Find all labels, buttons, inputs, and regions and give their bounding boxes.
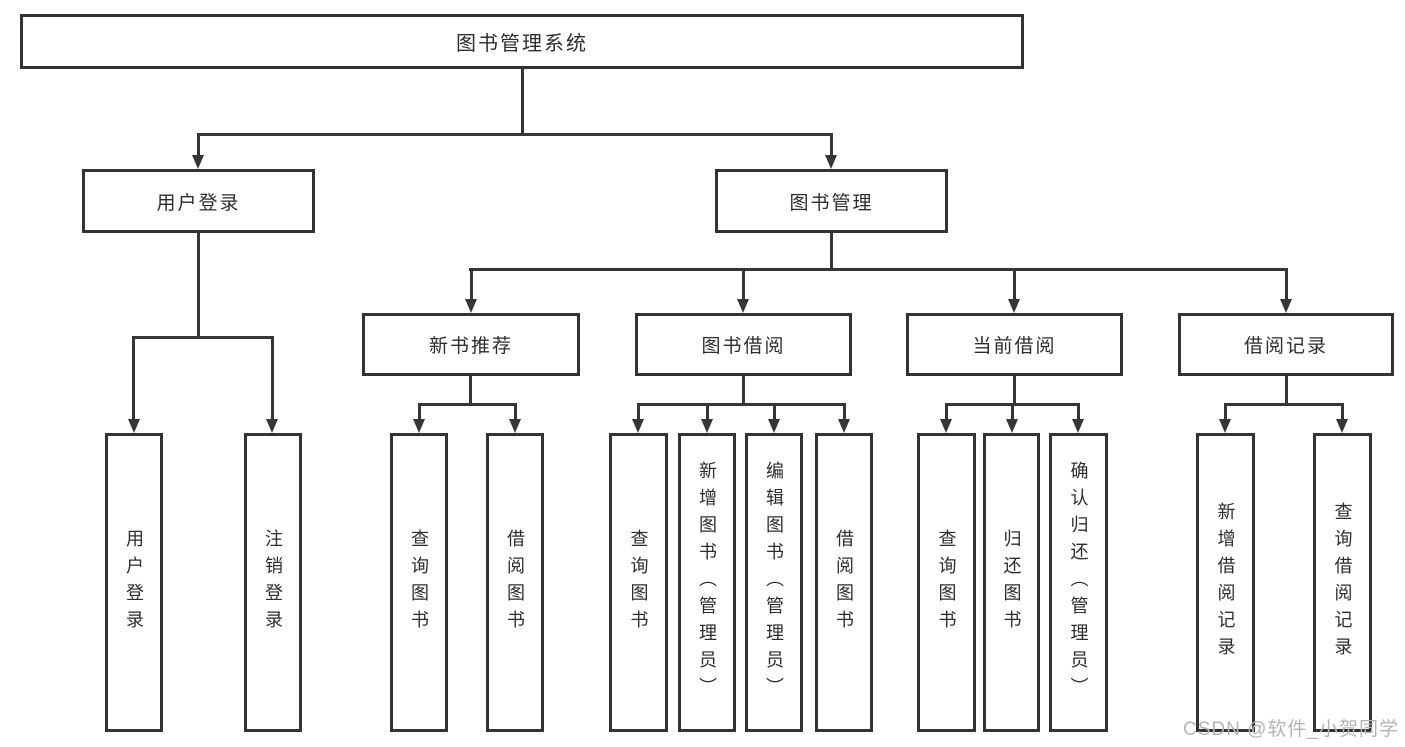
arrow-down-icon <box>1072 419 1084 433</box>
node-leaf-add-book-admin: 新增图书（管理员） <box>678 433 736 732</box>
node-leaf-edit-book-admin: 编辑图书（管理员） <box>745 433 803 732</box>
arrow-down-icon <box>465 299 477 313</box>
node-leaf-user-login: 用户登录 <box>105 433 163 732</box>
arrow-down-icon <box>737 299 749 313</box>
connector-drop-current-borrow <box>1013 268 1016 301</box>
arrow-down-icon <box>413 419 425 433</box>
arrow-down-icon <box>838 419 850 433</box>
connector-level2-horizontal <box>197 133 833 136</box>
connector-level3-horizontal <box>469 268 1287 271</box>
connector-drop-leaf-login <box>132 336 135 421</box>
connector-book-management-stem <box>830 233 833 271</box>
node-leaf-confirm-return-admin: 确认归还（管理员） <box>1049 433 1108 732</box>
connector-drop-leaf-logout <box>271 336 274 421</box>
arrow-down-icon <box>1280 299 1292 313</box>
connector-user-login-stem <box>197 233 200 339</box>
arrow-down-icon <box>825 155 837 169</box>
arrow-down-icon <box>266 419 278 433</box>
arrow-down-icon <box>509 419 521 433</box>
connector-borrow-record-stem <box>1285 376 1288 406</box>
arrow-down-icon <box>768 419 780 433</box>
arrow-down-icon <box>1336 419 1348 433</box>
connector-drop-borrow-record <box>1285 268 1288 301</box>
connector-drop <box>1077 403 1080 421</box>
node-leaf-query-borrow-record: 查询借阅记录 <box>1313 433 1372 732</box>
node-leaf-query-book-borrow: 查询图书 <box>609 433 668 732</box>
node-leaf-query-book-newbook: 查询图书 <box>390 433 448 732</box>
connector-drop <box>1224 403 1227 421</box>
arrow-down-icon <box>632 419 644 433</box>
connector-current-borrow-stem <box>1013 376 1016 406</box>
connector-drop <box>514 403 517 421</box>
arrow-down-icon <box>192 155 204 169</box>
node-leaf-query-book-current: 查询图书 <box>917 433 976 732</box>
arrow-down-icon <box>940 419 952 433</box>
node-leaf-borrow-book-newbook: 借阅图书 <box>486 433 544 732</box>
connector-book-borrow-horizontal <box>637 403 846 406</box>
connector-root-stem <box>521 69 524 135</box>
connector-user-login-horizontal <box>132 336 274 339</box>
connector-drop <box>945 403 948 421</box>
connector-borrow-record-horizontal <box>1224 403 1344 406</box>
node-book-management: 图书管理 <box>715 169 948 233</box>
csdn-watermark: CSDN @软件_小贺同学 <box>1183 719 1399 740</box>
connector-drop <box>706 403 709 421</box>
node-leaf-borrow-book: 借阅图书 <box>815 433 873 732</box>
arrow-down-icon <box>701 419 713 433</box>
node-current-borrow: 当前借阅 <box>906 313 1123 376</box>
node-user-login: 用户登录 <box>82 169 315 233</box>
node-new-book-recommend: 新书推荐 <box>362 313 580 376</box>
connector-drop <box>418 403 421 421</box>
connector-new-book-horizontal <box>418 403 517 406</box>
connector-drop <box>1011 403 1014 421</box>
connector-drop <box>637 403 640 421</box>
connector-book-borrow-stem <box>742 376 745 406</box>
connector-drop-book-management <box>830 133 833 157</box>
arrow-down-icon <box>1006 419 1018 433</box>
connector-drop <box>773 403 776 421</box>
connector-drop-book-borrow <box>742 268 745 301</box>
connector-drop <box>843 403 846 421</box>
node-leaf-return-book: 归还图书 <box>983 433 1040 732</box>
node-root: 图书管理系统 <box>20 14 1024 69</box>
node-book-borrow: 图书借阅 <box>635 313 852 376</box>
node-borrow-record: 借阅记录 <box>1178 313 1394 376</box>
connector-drop-new-book <box>470 268 473 301</box>
arrow-down-icon <box>128 419 140 433</box>
connector-drop <box>1341 403 1344 421</box>
arrow-down-icon <box>1219 419 1231 433</box>
node-leaf-logout: 注销登录 <box>244 433 302 732</box>
connector-drop-user-login <box>197 133 200 157</box>
node-leaf-add-borrow-record: 新增借阅记录 <box>1196 433 1255 732</box>
arrow-down-icon <box>1008 299 1020 313</box>
connector-new-book-stem <box>469 376 472 406</box>
